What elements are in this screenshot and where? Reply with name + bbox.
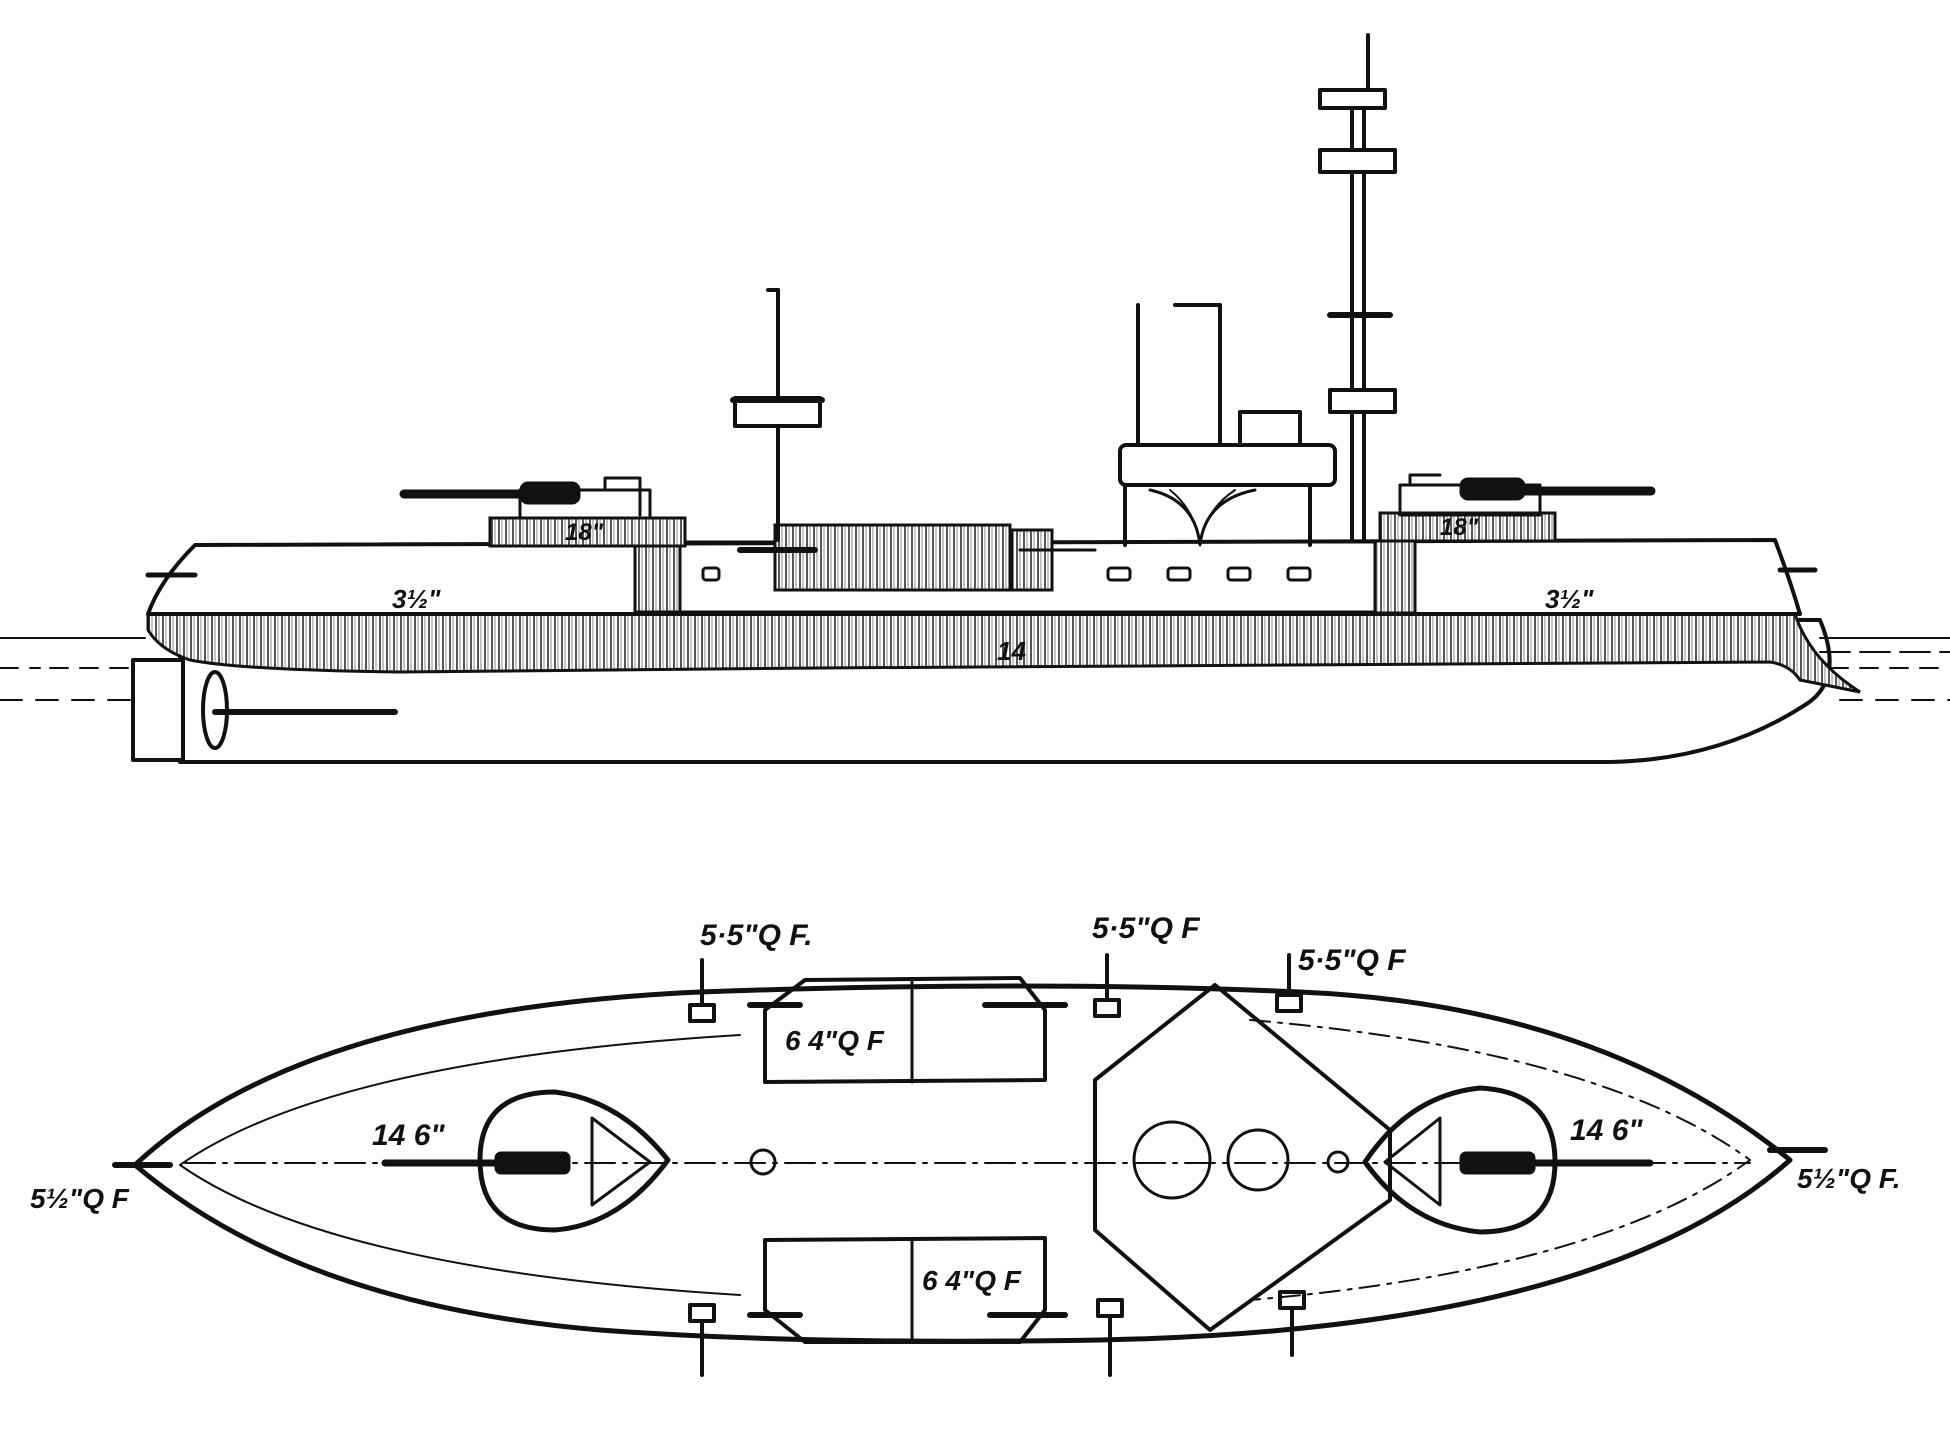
- mast-circle-fore: [749, 1148, 777, 1176]
- fore-barbette: [399, 476, 687, 614]
- label-main-gun-fore: 14 6": [372, 1119, 445, 1152]
- fore-mast: [730, 288, 825, 542]
- plan-view: 5·5"Q F. 5·5"Q F 5·5"Q F 6 4"Q F 6 4"Q F…: [30, 912, 1901, 1377]
- upper-hull: [146, 538, 1802, 616]
- armor-belt: [146, 612, 1861, 694]
- casemate-small: [1010, 528, 1054, 592]
- end-guns: [112, 1147, 1828, 1168]
- deck-guns-ends: [145, 547, 1818, 578]
- casemate-top: [763, 976, 1047, 1084]
- aft-barbette: [1373, 473, 1656, 615]
- label-secondary-top-right: 5·5"Q F: [1298, 944, 1406, 977]
- armor-label-barbette-aft: 18": [1440, 514, 1479, 541]
- plan-barbette-fore: [381, 1089, 671, 1233]
- armor-label-aft: 3½": [1545, 584, 1594, 614]
- plan-deck-dashed: [1249, 1019, 1751, 1301]
- label-main-gun-aft: 14 6": [1570, 1114, 1643, 1147]
- label-secondary-top-mid: 5·5"Q F: [1092, 912, 1200, 945]
- funnel-circle-aft: [1226, 1128, 1290, 1192]
- label-casemate-top: 6 4"Q F: [785, 1025, 885, 1056]
- funnel: [1118, 303, 1337, 547]
- armor-label-barbette-fore: 18": [565, 519, 604, 546]
- armor-label-belt: 14: [997, 636, 1026, 666]
- plan-hull-outline: [132, 983, 1793, 1344]
- label-casemate-bottom: 6 4"Q F: [922, 1265, 1022, 1296]
- mast-circle-aft: [1326, 1150, 1350, 1174]
- plan-barbette-aft: [1362, 1085, 1654, 1235]
- profile-view: 3½" 3½" 14 18" 18": [0, 33, 1950, 764]
- casemate-guns: [747, 1002, 1068, 1318]
- label-bow-gun: 5½"Q F: [30, 1183, 130, 1214]
- portholes: [701, 566, 1312, 582]
- water-surface: [0, 637, 1950, 701]
- label-stern-gun: 5½"Q F.: [1797, 1163, 1901, 1194]
- plan-deck-line: [179, 1034, 741, 1296]
- armor-label-fore: 3½": [392, 584, 441, 614]
- funnel-circle-fore: [1132, 1120, 1212, 1200]
- casemate-bottom: [763, 1236, 1047, 1344]
- lower-hull: [148, 613, 1832, 764]
- stern-gear: [131, 658, 398, 762]
- secondary-gun-mounts: [688, 953, 1306, 1377]
- main-mast: [1318, 33, 1397, 542]
- label-secondary-top-left: 5·5"Q F.: [700, 919, 813, 952]
- citadel-hexagon: [1093, 983, 1392, 1332]
- casemate-battery-front: [773, 523, 1012, 592]
